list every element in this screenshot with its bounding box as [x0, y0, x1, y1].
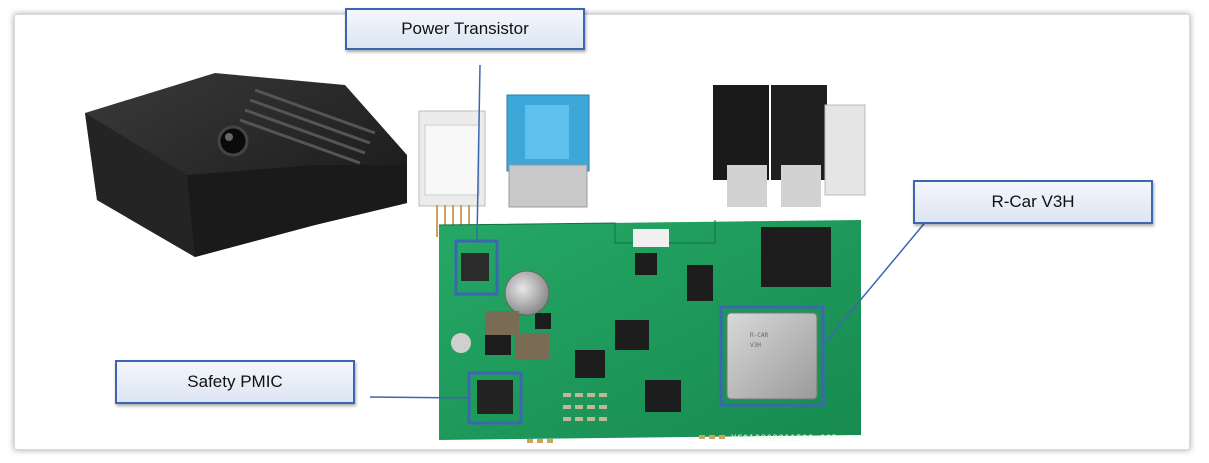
power-transistor-label: Power Transistor: [345, 8, 585, 50]
rcar-soc-highlight: [719, 305, 825, 407]
safety-pmic-label: Safety PMIC: [115, 360, 355, 404]
callout-lines: [369, 64, 929, 399]
svg-text:R-CAR: R-CAR: [750, 332, 768, 339]
pcb-serial-marking: YC010802811500-002: [731, 434, 838, 444]
power-transistor-highlight: [454, 239, 499, 296]
svg-text:V3H: V3H: [750, 342, 761, 349]
connectors-image: [418, 85, 866, 237]
photo-scene: R-CAR V3H: [85, 64, 929, 443]
pcb-board-image: R-CAR V3H: [438, 220, 861, 443]
camera-housing-image: [85, 73, 407, 257]
rcar-v3h-label: R-Car V3H: [913, 180, 1153, 224]
